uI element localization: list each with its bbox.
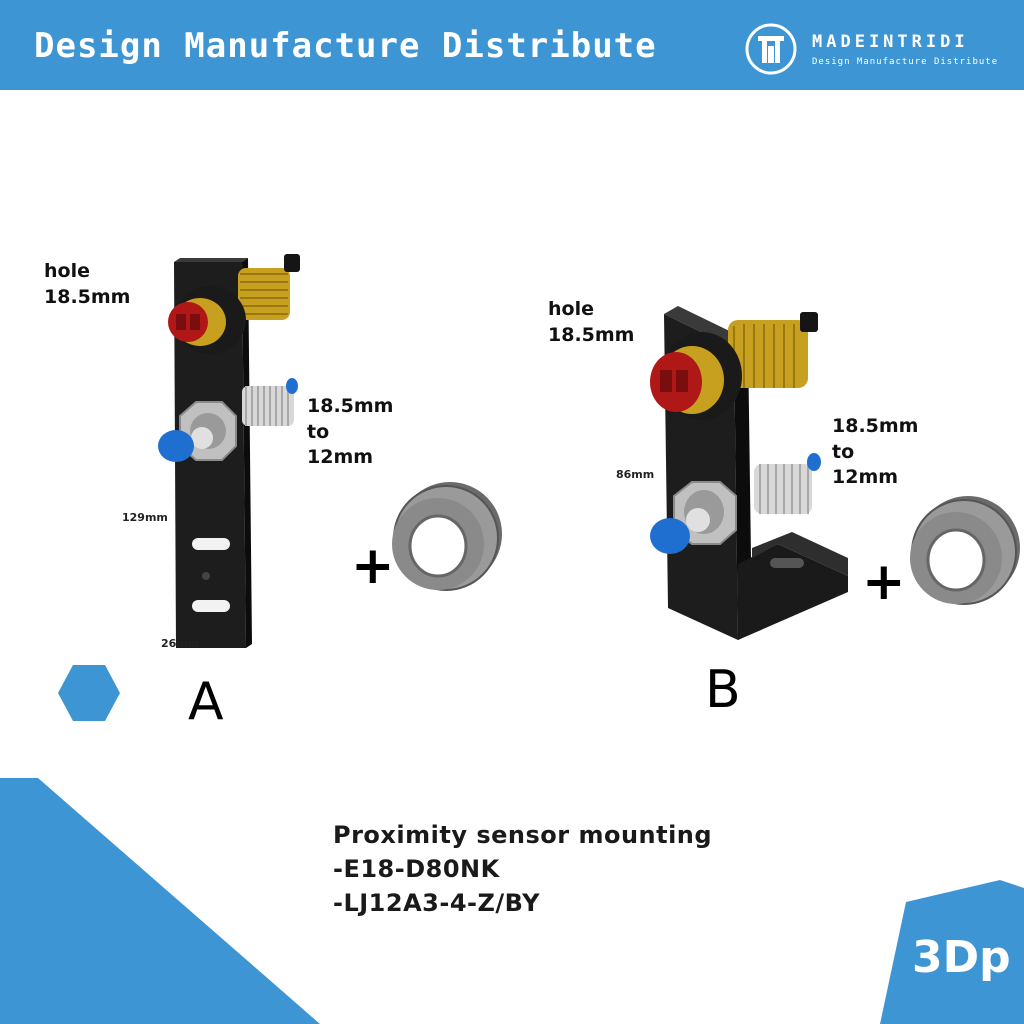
- reducer-ring-a: [386, 476, 506, 596]
- bracket-b-illustration: [630, 296, 870, 646]
- reducer-label-a: 18.5mm to 12mm: [307, 395, 394, 469]
- reducer-label-b: 18.5mm to 12mm: [832, 415, 919, 489]
- mt-logo-icon: [744, 22, 798, 76]
- hole-label-a: hole 18.5mm: [44, 260, 131, 308]
- hexagon-icon: [56, 662, 122, 724]
- bracket-a-illustration: [140, 240, 380, 660]
- hole-label-b: hole 18.5mm: [548, 298, 635, 346]
- header-banner: [0, 0, 1024, 90]
- brand-name: MADEINTRIDI: [812, 32, 969, 52]
- brand-subtitle: Design Manufacture Distribute: [812, 57, 999, 67]
- plus-sign-a: +: [351, 536, 395, 596]
- badge-shape: [880, 880, 1024, 1024]
- corner-swoosh: [0, 778, 320, 1024]
- description-title: Proximity sensor mounting: [333, 821, 713, 849]
- model-lj12: -LJ12A3-4-Z/BY: [333, 889, 541, 917]
- width-dimension-a: 26mm: [161, 637, 200, 650]
- product-description: Proximity sensor mounting -E18-D80NK -LJ…: [333, 818, 712, 920]
- decorative-shapes: [0, 770, 1024, 1024]
- height-dimension-b: 86mm: [616, 468, 655, 481]
- model-e18: -E18-D80NK: [333, 855, 500, 883]
- variant-label-a: A: [188, 672, 224, 732]
- plus-sign-b: +: [862, 552, 906, 612]
- variant-label-b: B: [705, 660, 741, 720]
- header-tagline: Design Manufacture Distribute: [34, 26, 657, 66]
- height-dimension-a: 129mm: [122, 511, 168, 524]
- reducer-ring-b: [902, 492, 1024, 612]
- badge-3dp: 3Dp: [912, 932, 1011, 983]
